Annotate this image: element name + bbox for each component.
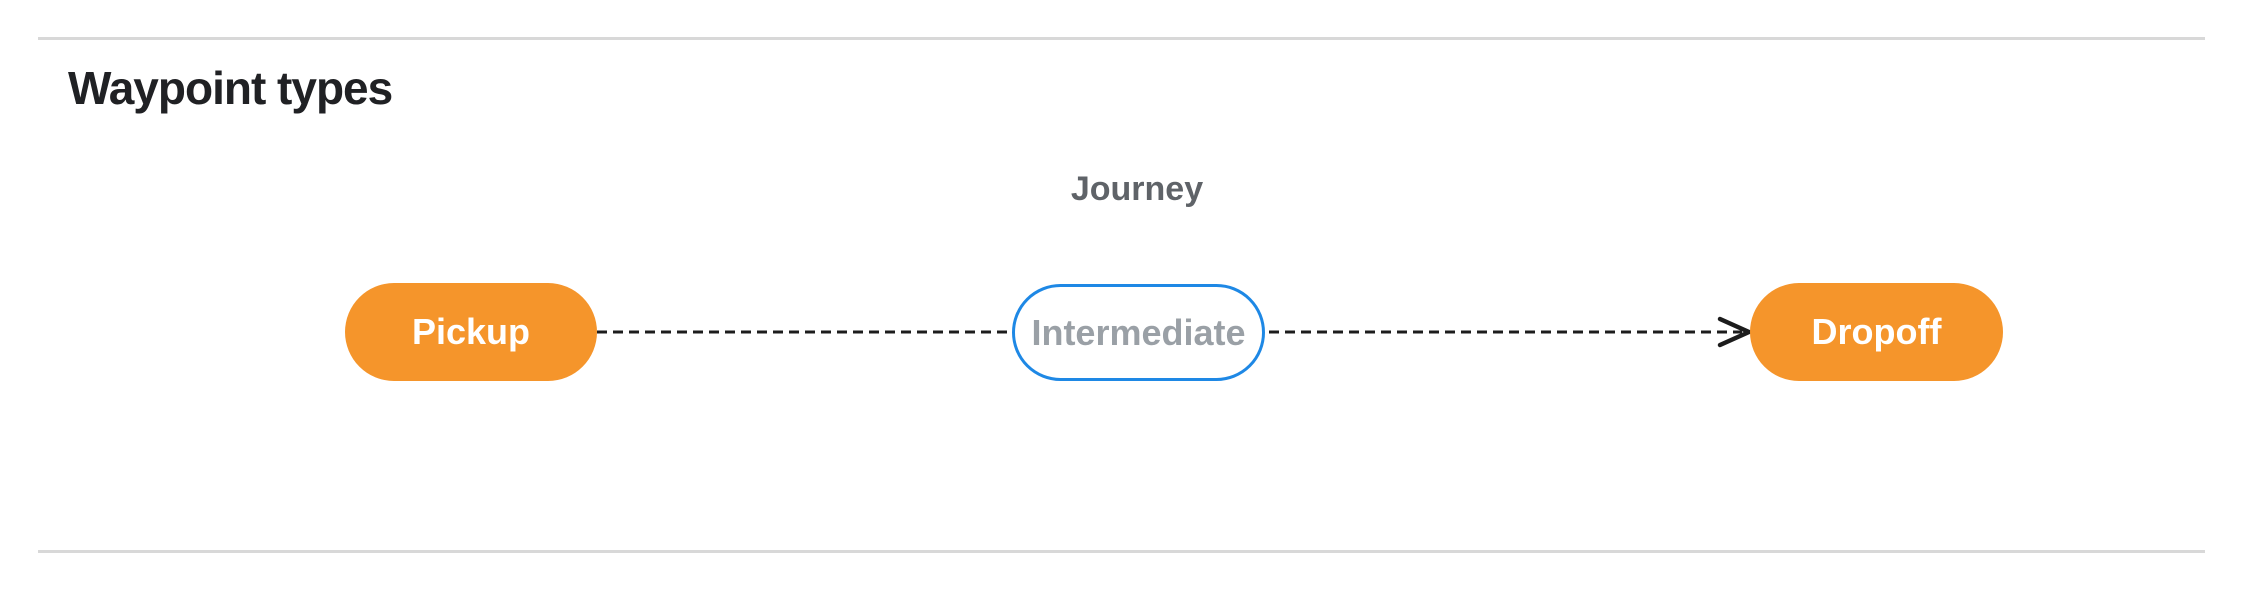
bottom-divider (38, 550, 2205, 553)
node-pickup: Pickup (345, 283, 597, 381)
journey-label: Journey (1070, 170, 1204, 208)
node-pickup-label: Pickup (411, 311, 531, 352)
node-intermediate-label: Intermediate (1031, 311, 1246, 353)
node-intermediate: Intermediate (1012, 284, 1265, 381)
page-title: Waypoint types (68, 62, 393, 114)
node-dropoff-label: Dropoff (1811, 311, 1942, 352)
arrowhead-icon (1717, 316, 1752, 348)
top-divider (38, 37, 2205, 40)
node-dropoff: Dropoff (1750, 283, 2003, 381)
